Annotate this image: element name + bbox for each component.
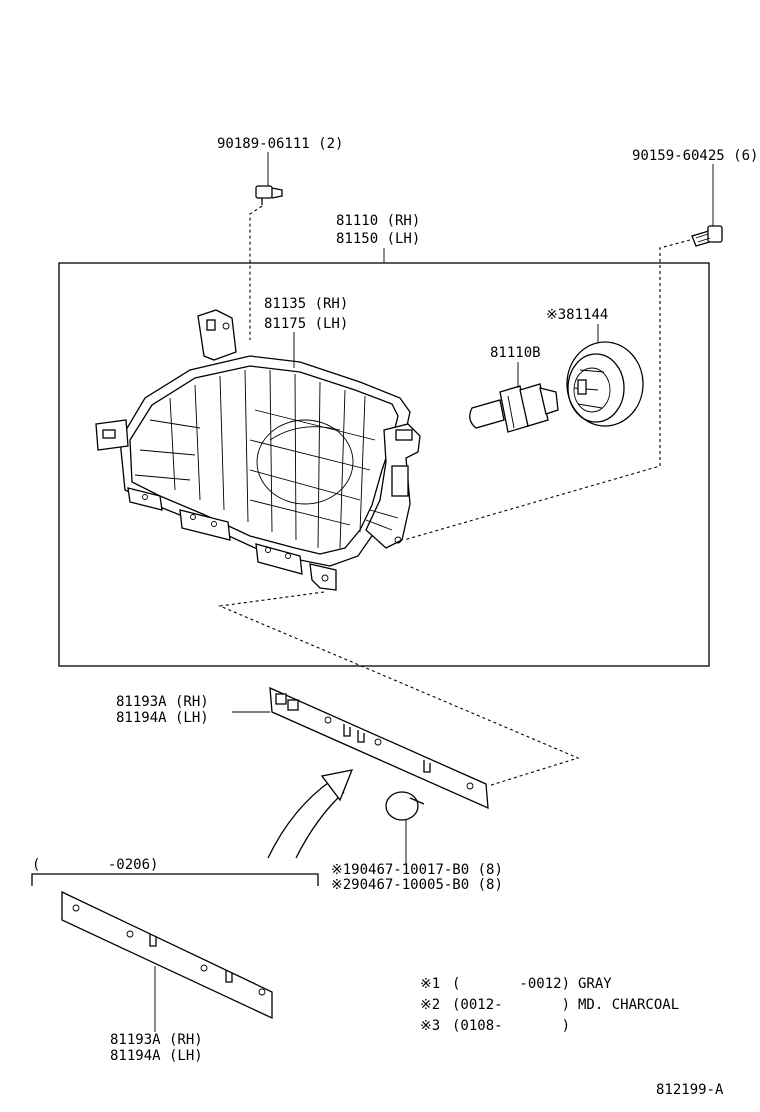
- bracket-lower: [61, 890, 273, 1020]
- bolt-icon: [691, 225, 723, 247]
- date-range-label: ( -0206): [32, 857, 158, 873]
- bracket2-rh-label: 81193A (RH): [110, 1032, 203, 1048]
- note-2-mark: ※2: [420, 997, 440, 1013]
- bracket-rh-label: 81193A (RH): [116, 694, 209, 710]
- clip-icon: [385, 791, 425, 821]
- bolt-dash-line: [403, 239, 691, 541]
- headlamp-rh-label: 81110 (RH): [336, 213, 420, 229]
- screw-top-label: 90189-06111 (2): [217, 136, 343, 152]
- date-range-bracket: [31, 873, 319, 886]
- lens-lh-label: 81175 (LH): [264, 316, 348, 332]
- note-2-range: (0012- ): [452, 997, 570, 1013]
- socket-cover-label: ※381144: [546, 307, 608, 323]
- screw-icon: [255, 185, 283, 205]
- drawing-id-label: 812199-A: [656, 1082, 724, 1098]
- socket-cover-icon: [566, 341, 644, 427]
- notes-block: ※1 ( -0012) GRAY ※2 (0012- ) MD. CHARCOA…: [420, 976, 679, 1034]
- clip-2-label: ※290467-10005-B0 (8): [331, 877, 503, 893]
- bracket2-lh-label: 81194A (LH): [110, 1048, 203, 1064]
- note-1-range: ( -0012): [452, 976, 570, 992]
- screw-dash-line: [249, 205, 263, 340]
- note-1-color: GRAY: [578, 976, 612, 992]
- note-3-mark: ※3: [420, 1018, 440, 1034]
- note-1-mark: ※1: [420, 976, 440, 992]
- arrow-curve-icon: [267, 769, 354, 859]
- bulb-icon: [469, 383, 559, 433]
- lens-rh-label: 81135 (RH): [264, 296, 348, 312]
- bolt-right-label: 90159-60425 (6): [632, 148, 758, 164]
- headlamp-lh-label: 81150 (LH): [336, 231, 420, 247]
- note-3-range: (0108- ): [452, 1018, 570, 1034]
- note-2-color: MD. CHARCOAL: [578, 997, 679, 1013]
- bracket-lh-label: 81194A (LH): [116, 710, 209, 726]
- clip-1-label: ※190467-10017-B0 (8): [331, 862, 503, 878]
- bulb-label: 81110B: [490, 345, 541, 361]
- housing-bracket-dash: [217, 591, 580, 787]
- bracket-upper: [269, 686, 489, 810]
- headlamp-housing: [95, 309, 421, 591]
